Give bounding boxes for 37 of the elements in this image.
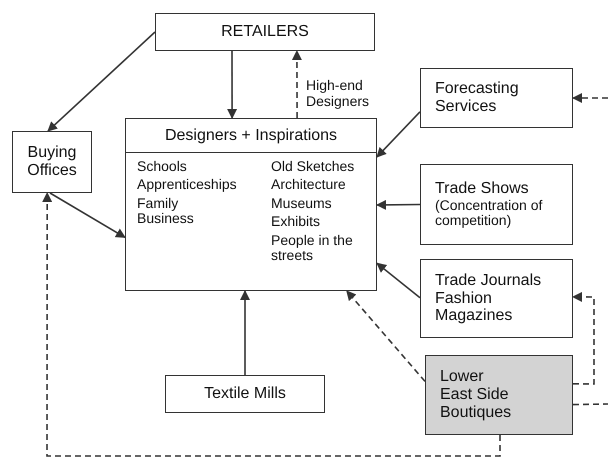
process-box: [420, 164, 573, 245]
box-label: Trade Journals Fashion Magazines: [435, 272, 542, 326]
box-label: Textile Mills: [204, 385, 286, 403]
arrow: [572, 292, 595, 385]
arrow: [47, 31, 156, 132]
process-box: [125, 118, 377, 291]
arrow: [292, 50, 302, 118]
list-item: Old Sketches: [271, 159, 356, 174]
list-item: Schools: [137, 159, 188, 174]
box-label: Buying Offices: [26, 144, 78, 180]
process-box: [425, 355, 573, 435]
box-label: Forecasting Services: [435, 80, 520, 116]
arrow: [227, 51, 238, 119]
box-label: Trade Shows: [435, 180, 529, 198]
box-label: RETAILERS: [221, 23, 309, 41]
box-heading: Designers + Inspirations: [164, 126, 338, 144]
arrow: [50, 192, 126, 238]
arrow: [376, 200, 420, 210]
arrow: [346, 290, 426, 382]
list-item: Museums: [271, 196, 333, 212]
list-item: Exhibits: [271, 214, 322, 230]
box-label: (Concentration of competition): [435, 198, 544, 230]
process-box: [165, 375, 325, 413]
list-item: Apprenticeships: [137, 177, 238, 193]
process-box: [420, 68, 573, 128]
process-box: [12, 131, 92, 193]
process-box: [155, 13, 375, 51]
arrow: [376, 262, 420, 298]
process-box: [420, 259, 573, 338]
list-item: People in the streets: [271, 232, 354, 264]
list-item: Family Business: [137, 196, 195, 227]
list-item: Architecture: [271, 177, 347, 193]
arrow: [376, 111, 421, 158]
arrow: [42, 192, 501, 457]
arrow: [572, 93, 608, 103]
arrow: [240, 290, 250, 375]
box-label: Lower East Side Boutiques: [440, 368, 512, 422]
